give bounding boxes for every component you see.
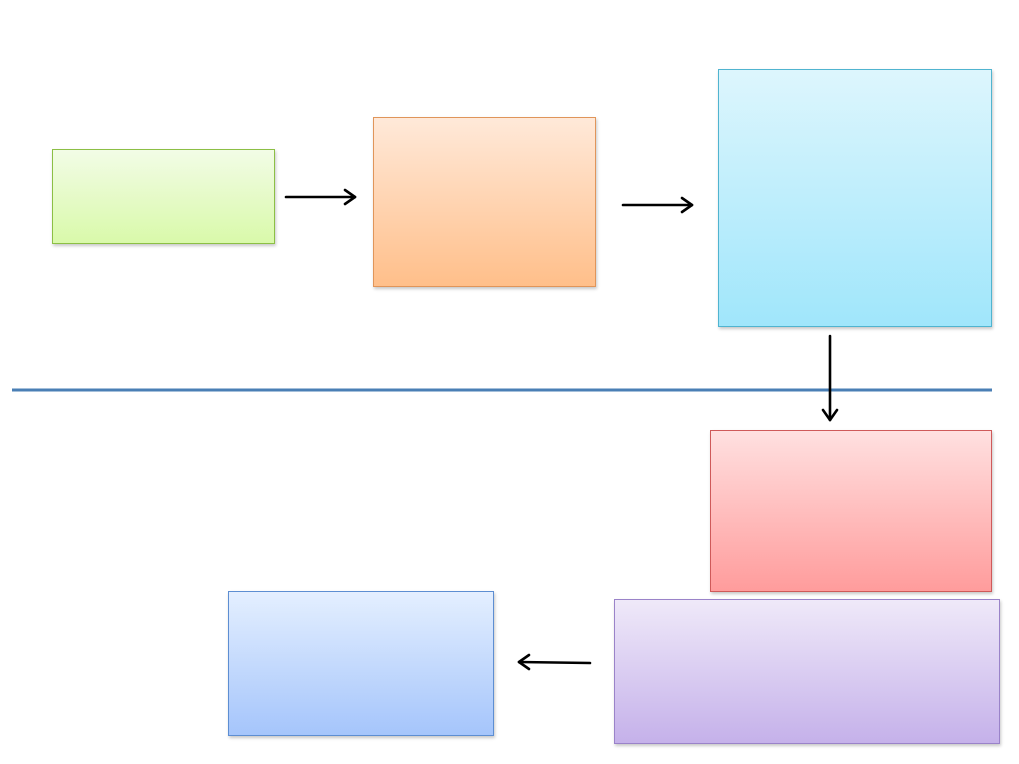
cyan-box	[718, 69, 992, 327]
blue-box	[228, 591, 494, 736]
orange-box	[373, 117, 596, 287]
red-box	[710, 430, 992, 592]
purple-box	[614, 599, 1000, 744]
arrow-green-to-orange	[284, 188, 357, 206]
green-box	[52, 149, 275, 244]
arrow-purple-to-blue	[517, 653, 592, 671]
arrow-cyan-to-red	[821, 334, 839, 422]
arrow-orange-to-cyan	[621, 196, 694, 214]
